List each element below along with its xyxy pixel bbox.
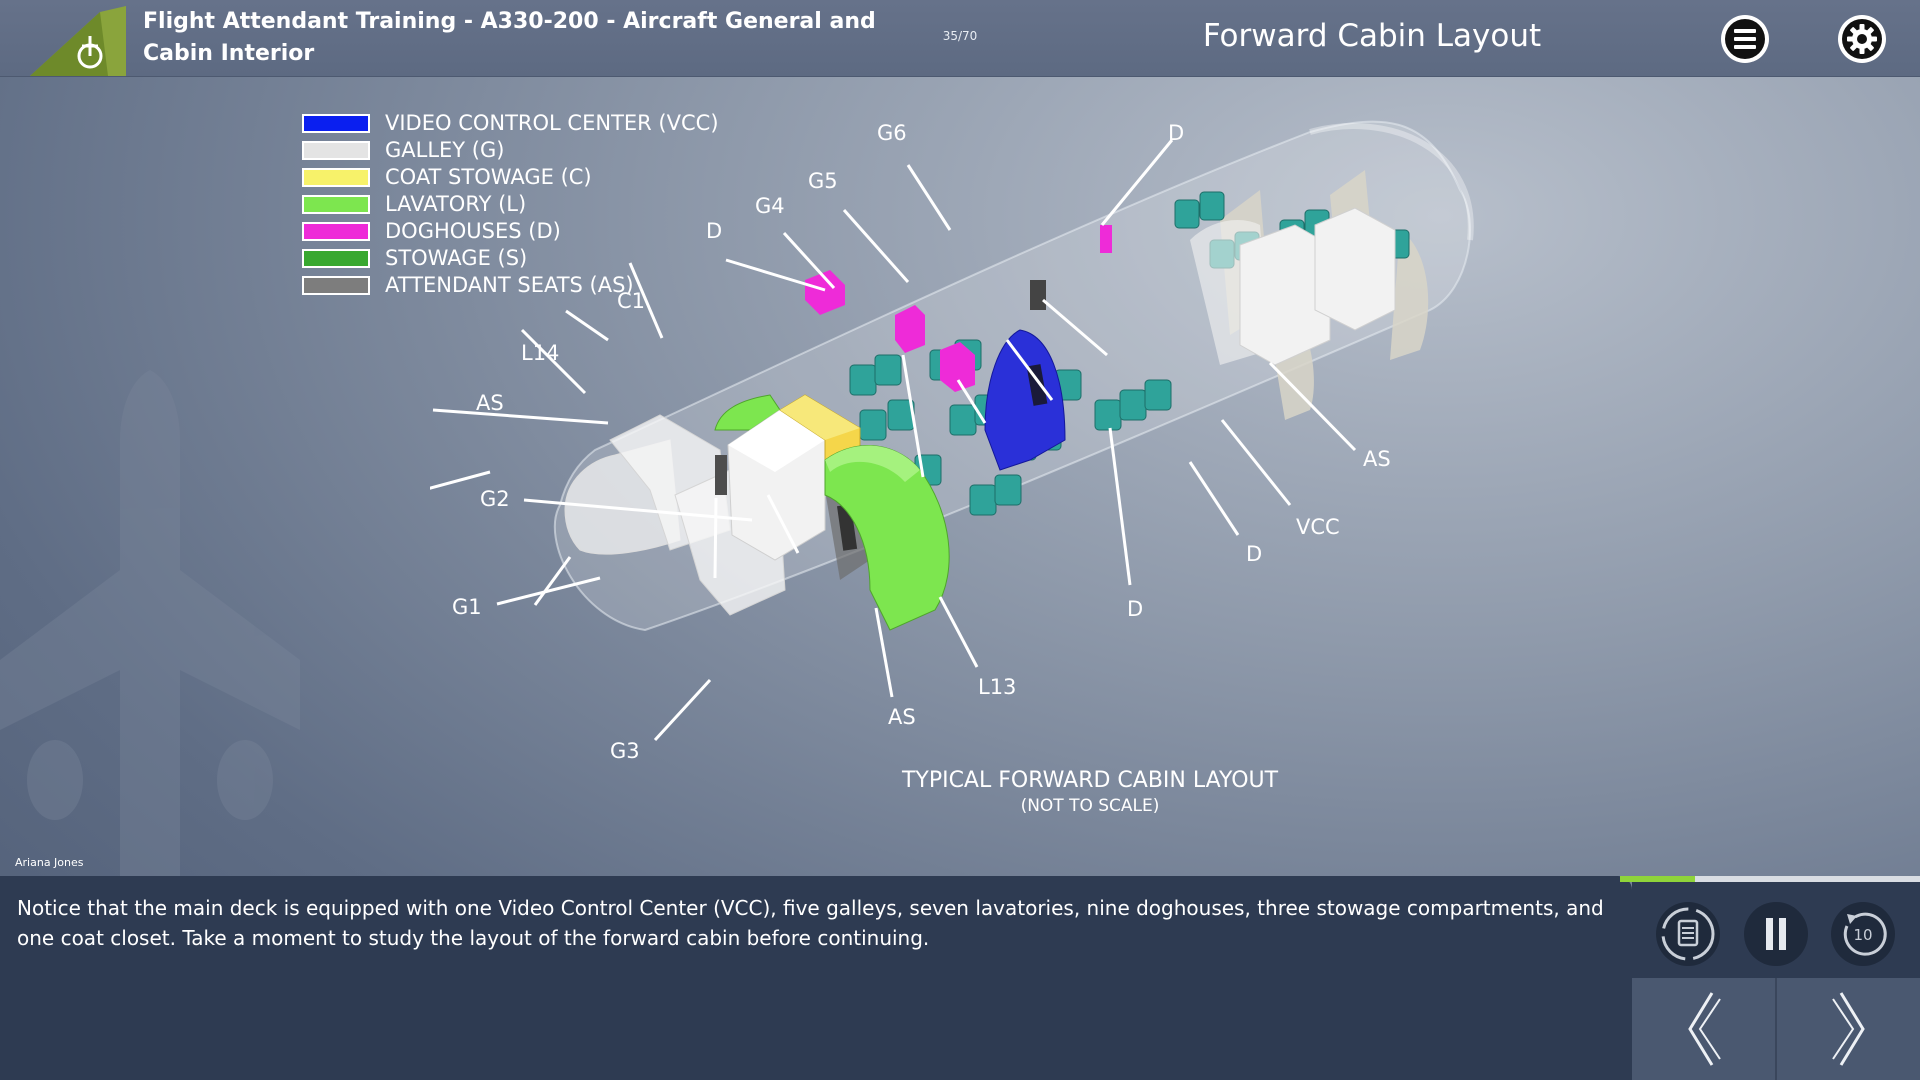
legend-swatch [302,168,370,187]
author-name: Ariana Jones [15,856,84,869]
pause-icon [1766,918,1786,950]
page-counter: 35/70 [942,29,978,43]
diagram-subcaption: (NOT TO SCALE) [1020,796,1160,816]
chevron-right-icon [1831,992,1865,1066]
legend-label: DOGHOUSES (D) [385,219,561,243]
attendant-seat-right [1030,280,1046,310]
legend-label: COAT STOWAGE (C) [385,165,592,189]
transcript-button[interactable] [1656,902,1720,966]
doghouse-top-right [1100,225,1112,253]
attendant-seat-left [715,455,727,495]
next-button[interactable] [1777,978,1920,1080]
previous-button[interactable] [1632,978,1775,1080]
legend-label: STOWAGE (S) [385,246,528,270]
forward-cabin-diagram: G6 D G5 G4 D C1 L14 AS [430,120,1474,632]
narration-panel: Notice that the main deck is equipped wi… [0,876,1632,1080]
nav-divider [1775,978,1777,1080]
progress-bar[interactable] [1620,876,1920,882]
menu-list-icon [1725,19,1765,59]
legend-swatch [302,276,370,295]
airplane-power-logo-icon [30,6,126,76]
gear-icon [1842,19,1882,59]
legend-label: LAVATORY (L) [385,192,527,216]
galley-g6 [1314,207,1396,331]
callout-d-top: D [706,219,722,243]
menu-button[interactable] [1721,15,1769,63]
rewind-10-icon: 10 [1843,912,1887,956]
legend-swatch [302,114,370,133]
leader-lines [430,139,1174,606]
pause-button[interactable] [1744,902,1808,966]
callout-d-top-right: D [1168,121,1184,145]
diagram-caption: TYPICAL FORWARD CABIN LAYOUT [901,768,1279,793]
callout-g5: G5 [808,169,838,193]
progress-fill [1620,876,1695,882]
callout-g4: G4 [755,194,785,218]
legend-swatch [302,195,370,214]
chevron-left-icon [1687,992,1721,1066]
settings-button[interactable] [1838,15,1886,63]
legend-swatch [302,249,370,268]
legend-swatch [302,141,370,160]
lavatory-l14 [714,394,781,431]
galley-g5 [1239,224,1331,366]
callout-as-left: AS [476,391,504,415]
airplane-silhouette-icon [0,370,300,880]
course-title: Flight Attendant Training - A330-200 - A… [143,9,876,66]
doghouse-bottom [940,342,975,392]
doghouse-mid [895,305,925,353]
rewind-10-button[interactable]: 10 [1831,902,1895,966]
header-bar: Flight Attendant Training - A330-200 - A… [0,0,1920,77]
legend-label: GALLEY (G) [385,138,505,162]
legend-swatch [302,222,370,241]
legend-label: VIDEO CONTROL CENTER (VCC) [385,111,719,135]
callout-g6: G6 [877,121,907,145]
narration-text: Notice that the main deck is equipped wi… [17,896,1604,950]
callout-c1: C1 [617,289,645,313]
rewind-seconds: 10 [1853,926,1872,944]
video-control-center [984,329,1066,471]
callout-l14: L14 [521,341,559,365]
screen-title: Forward Cabin Layout [1202,18,1542,54]
navigation-panel [1632,978,1920,1080]
callout-labels: G6 D G5 G4 D C1 L14 AS [476,121,1184,415]
transcript-replay-icon [1661,907,1715,961]
legend-label: ATTENDANT SEATS (AS) [385,273,634,297]
doghouse-top [805,270,845,315]
